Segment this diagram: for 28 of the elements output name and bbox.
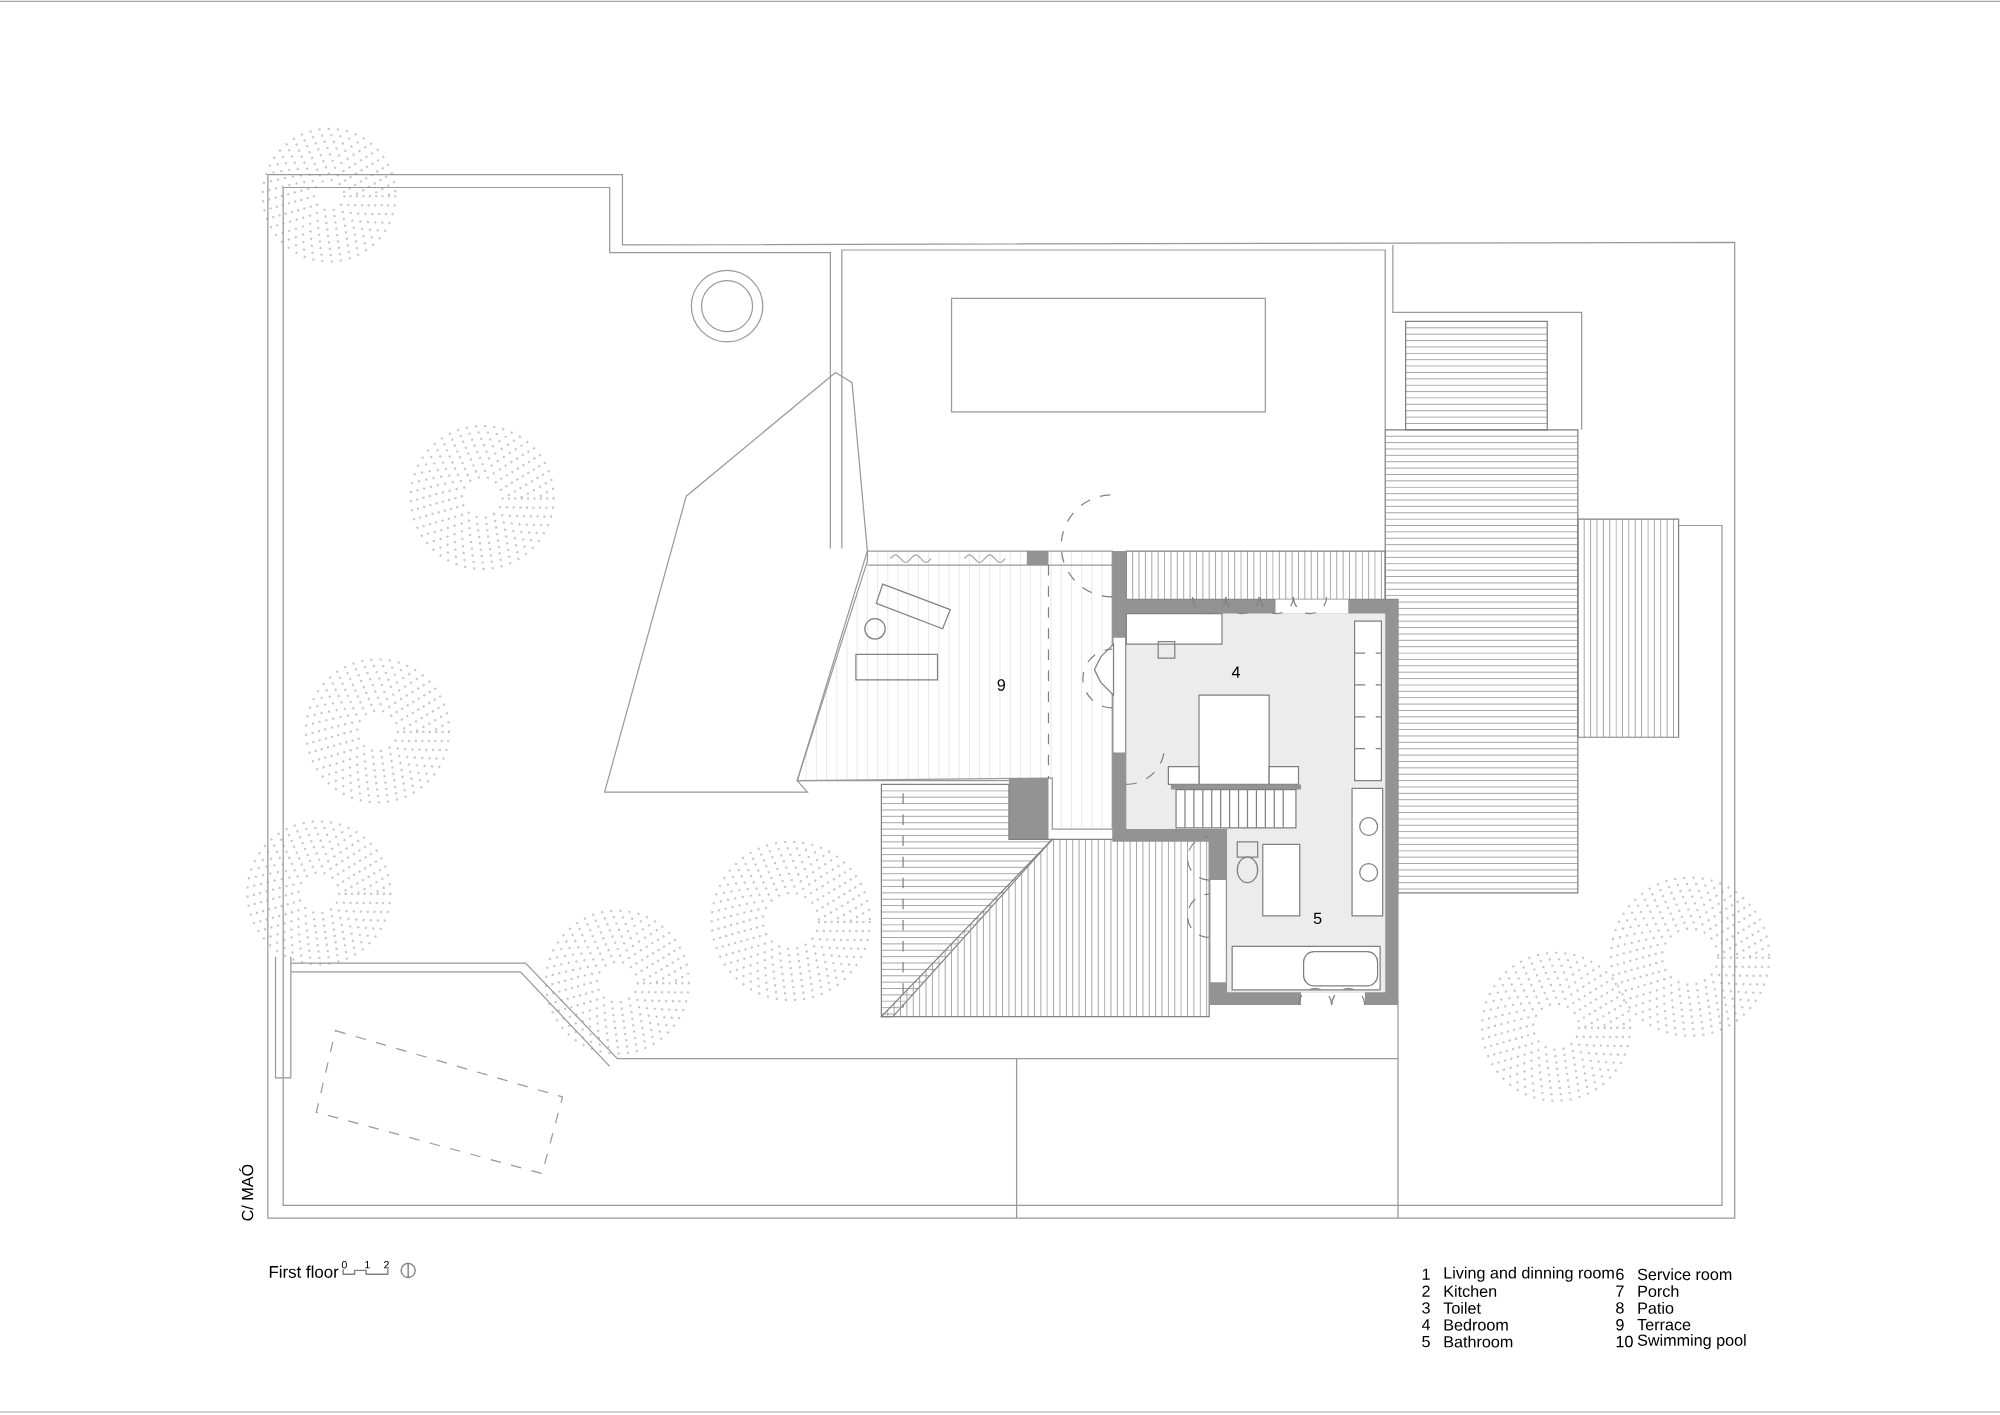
legend-text: Bathroom xyxy=(1444,1335,1513,1348)
title: First floor xyxy=(269,1265,339,1279)
legend-number: 10 xyxy=(1616,1336,1633,1348)
legend-text: Porch xyxy=(1638,1285,1679,1298)
legend-text: Kitchen xyxy=(1444,1285,1497,1298)
scale-number: 0 xyxy=(341,1261,347,1269)
legend-text: Toilet xyxy=(1443,1302,1481,1315)
legend-text: Living and dinning room xyxy=(1444,1266,1614,1282)
legend-number: 4 xyxy=(1421,1319,1431,1331)
legend-text: Service room xyxy=(1637,1268,1732,1281)
scale-number: 2 xyxy=(384,1261,389,1269)
room-number: 9 xyxy=(997,679,1005,691)
scale-number: 1 xyxy=(365,1261,370,1269)
legend-text: Swimming pool xyxy=(1637,1334,1746,1350)
legend-number: 8 xyxy=(1616,1302,1624,1314)
legend-text: Bedroom xyxy=(1444,1319,1508,1331)
legend-number: 6 xyxy=(1616,1268,1624,1281)
legend-number: 7 xyxy=(1616,1285,1624,1297)
room-number: 5 xyxy=(1313,912,1322,925)
street-name: C/ MAÓ xyxy=(239,1164,254,1221)
legend-text: Terrace xyxy=(1637,1319,1691,1331)
legend-number: 3 xyxy=(1422,1302,1430,1314)
legend-number: 9 xyxy=(1616,1319,1624,1331)
legend-text: Patio xyxy=(1638,1302,1674,1315)
legend-number: 5 xyxy=(1422,1336,1430,1348)
legend-number: 1 xyxy=(1422,1268,1430,1281)
legend-number: 2 xyxy=(1422,1285,1430,1297)
room-number: 4 xyxy=(1231,666,1240,678)
